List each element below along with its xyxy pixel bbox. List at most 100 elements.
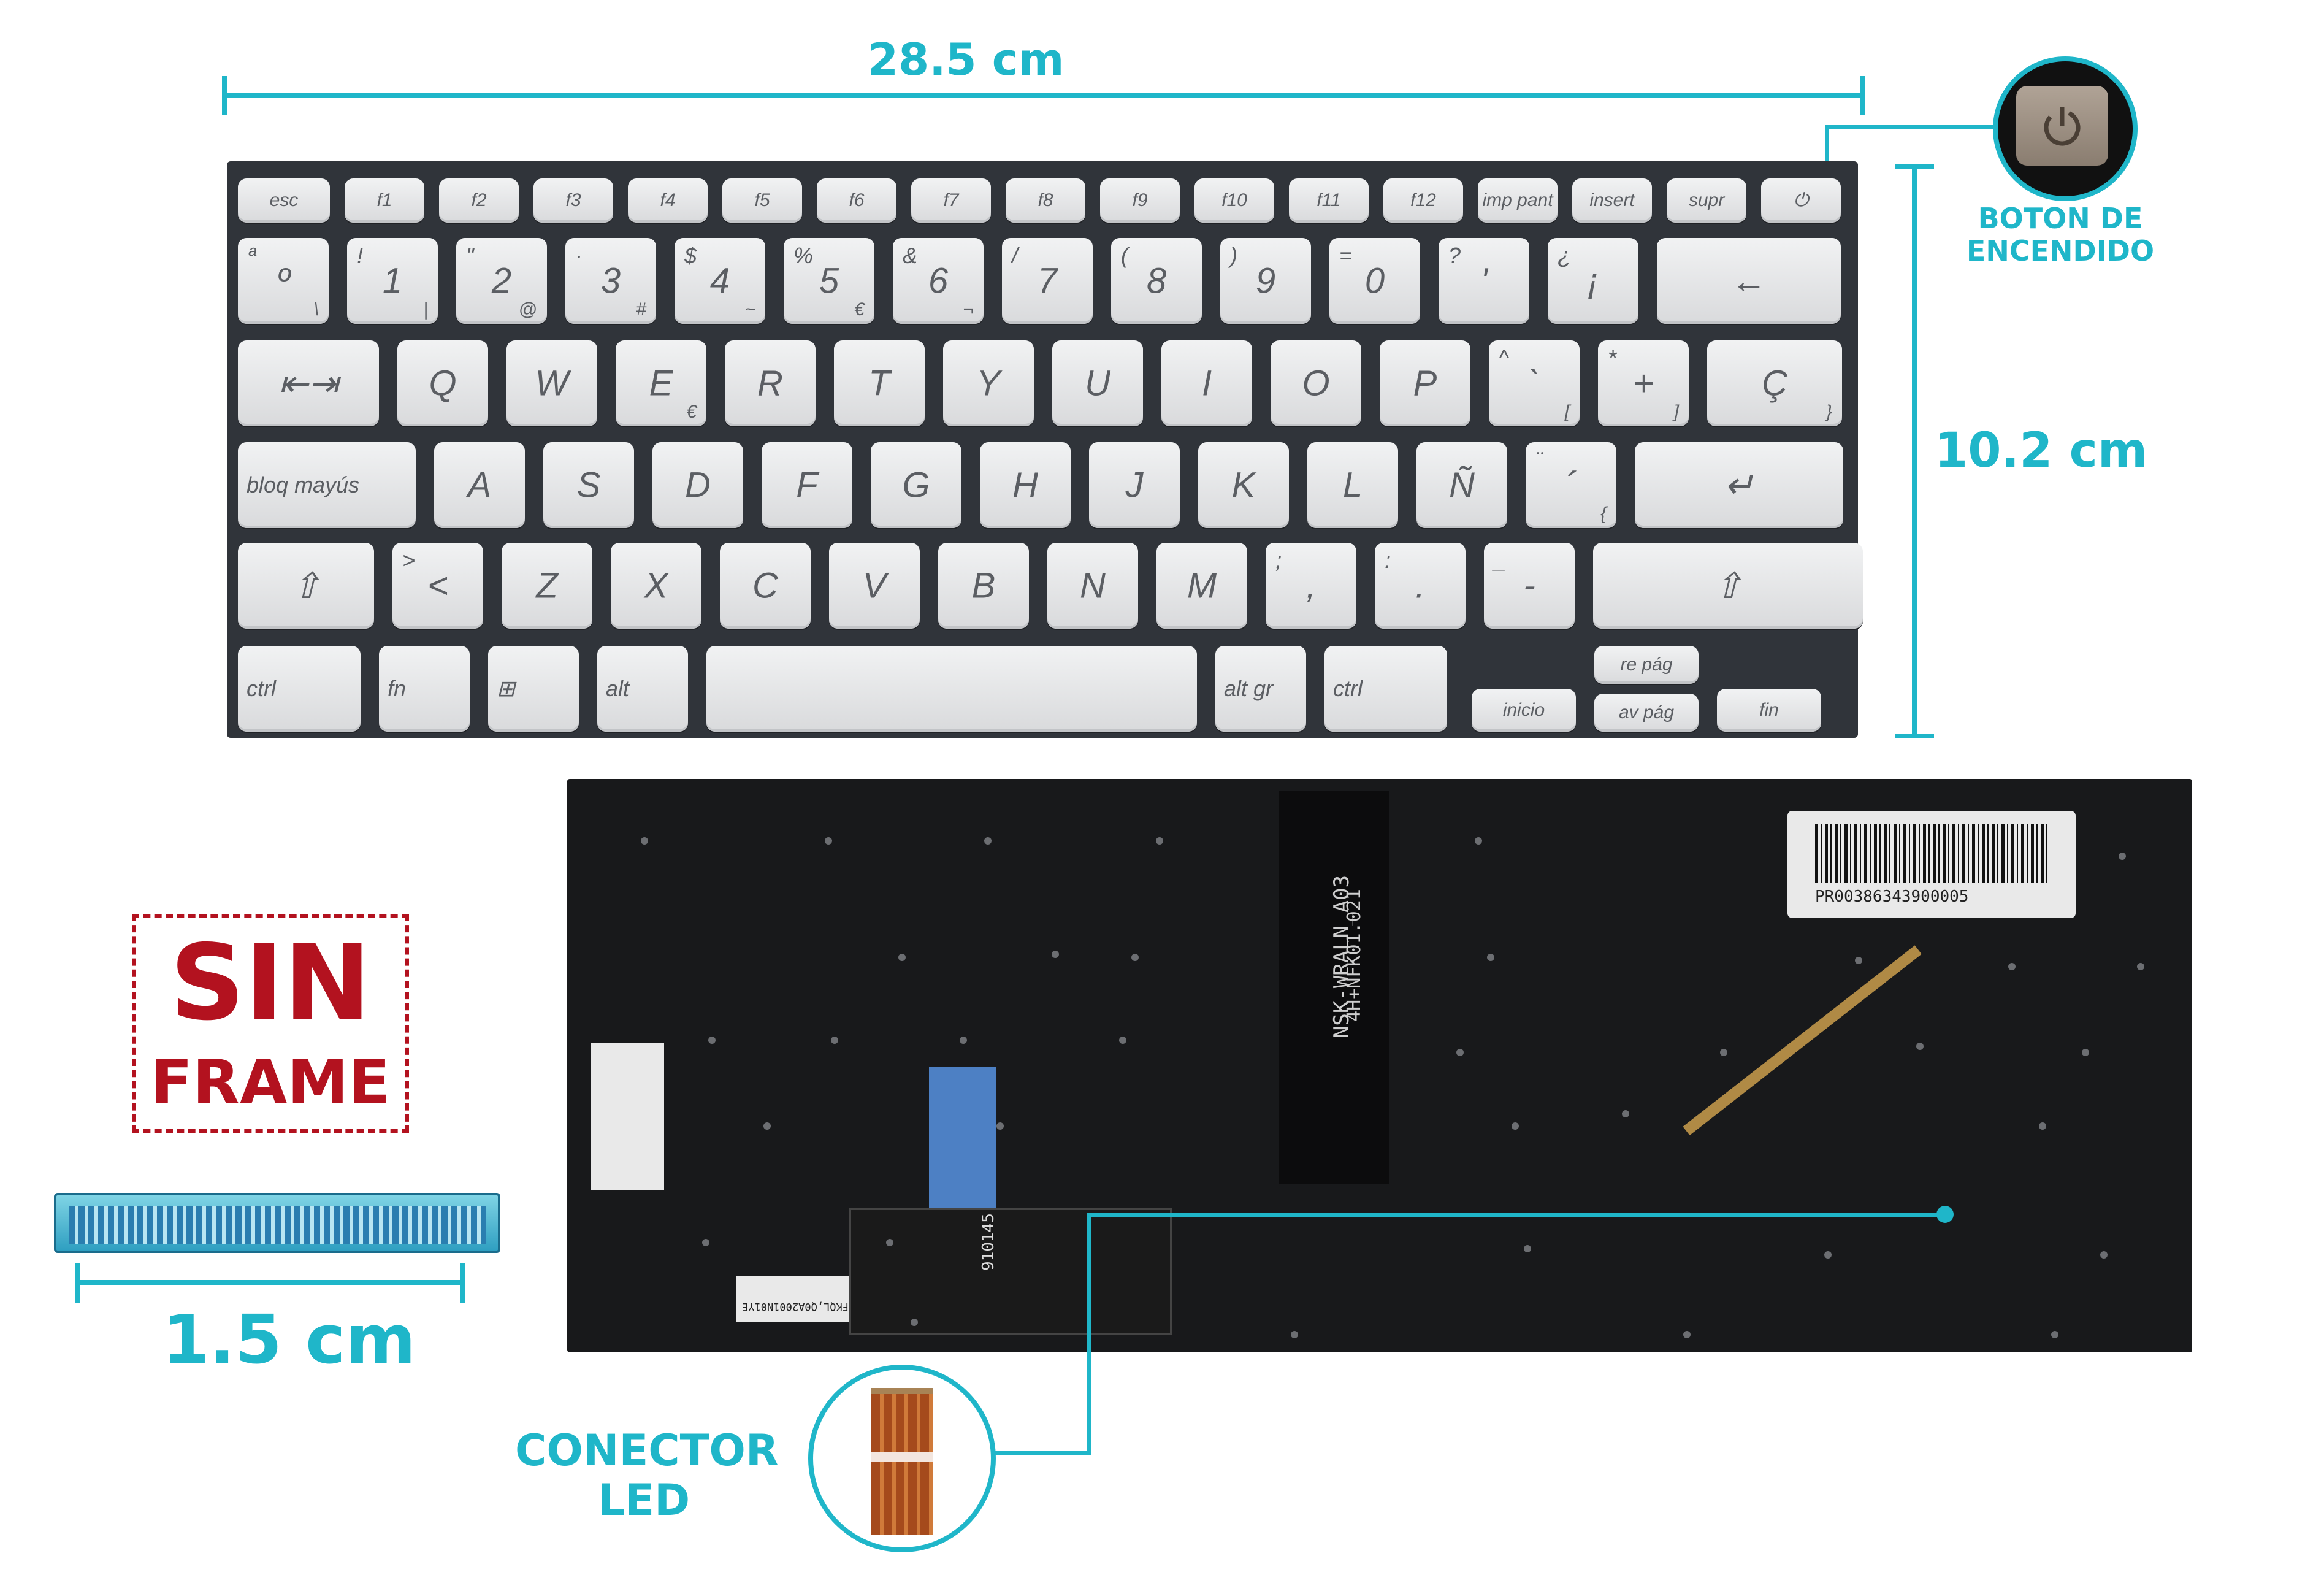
z-row-key-3[interactable]: X [611,543,701,629]
a-row-key-1[interactable]: A [434,442,525,528]
number-row-key-8[interactable]: 8( [1111,238,1202,324]
number-row-key-6-shift-label: & [903,243,918,268]
q-row-key-4[interactable]: R [725,340,816,426]
z-row-key-6[interactable]: B [938,543,1029,629]
sin-frame-line2: FRAME [150,1046,391,1118]
q-row-key-11-shift-label: ^ [1499,345,1509,370]
q-row-key-2[interactable]: W [506,340,597,426]
q-row-key-13[interactable]: Ç} [1707,340,1842,426]
number-row-key-9-label: 9 [1255,261,1276,301]
fn-row-key-15[interactable]: supr [1667,178,1746,223]
bottom-row-key-1[interactable]: fn [379,646,470,732]
fn-row-key-1[interactable]: f1 [345,178,424,223]
q-row-key-10[interactable]: P [1380,340,1470,426]
a-row-key-8[interactable]: K [1198,442,1289,528]
z-row-key-11[interactable]: -_ [1484,543,1575,629]
number-row-key-12[interactable]: ¡¿ [1548,238,1638,324]
mounting-hole [911,1319,918,1326]
z-row-key-4[interactable]: C [720,543,811,629]
a-row-key-0[interactable]: bloq mayús [238,442,416,528]
fn-row-key-16[interactable]: ⏻ [1761,178,1841,223]
number-row-key-11[interactable]: '? [1439,238,1529,324]
number-row-key-10[interactable]: 0= [1329,238,1420,324]
number-row-key-1-altgr-label: | [423,299,428,320]
number-row-key-5-label: 5 [819,261,839,301]
width-dimension-label: 28.5 cm [868,34,1065,85]
number-row-key-13[interactable]: ← [1657,238,1841,324]
number-row-key-3[interactable]: 3·# [565,238,656,324]
arrow-right-key[interactable]: fin [1717,689,1821,732]
bottom-row-key-0[interactable]: ctrl [238,646,361,732]
z-row-key-0[interactable]: ⇧ [238,543,374,629]
fn-row-key-3[interactable]: f3 [533,178,613,223]
q-row-key-9[interactable]: O [1271,340,1361,426]
fn-row-key-14[interactable]: insert [1572,178,1652,223]
q-row-key-5[interactable]: T [834,340,925,426]
arrow-up-key[interactable]: re pág [1594,646,1699,684]
number-row-key-7[interactable]: 7/ [1002,238,1093,324]
z-row-key-7[interactable]: N [1047,543,1138,629]
number-row-key-1[interactable]: 1!| [347,238,438,324]
q-row-key-3[interactable]: E€ [616,340,706,426]
fn-row-key-9[interactable]: f9 [1100,178,1180,223]
q-row-key-1[interactable]: Q [397,340,488,426]
q-row-key-11[interactable]: `^[ [1489,340,1580,426]
fn-row-key-13[interactable]: imp pant [1478,178,1558,223]
q-row-key-4-label: R [757,363,783,404]
fn-row-key-5[interactable]: f5 [722,178,802,223]
fn-row-key-2[interactable]: f2 [439,178,519,223]
z-row-key-2[interactable]: Z [502,543,592,629]
a-row-key-11[interactable]: ´¨{ [1526,442,1616,528]
ribbon-label: 910145 [979,1213,998,1271]
led-connector-zoom [808,1365,996,1552]
q-row-key-8[interactable]: I [1161,340,1252,426]
q-row-key-6[interactable]: Y [943,340,1034,426]
fn-row-key-12[interactable]: f12 [1383,178,1463,223]
number-row-key-6[interactable]: 6&¬ [893,238,984,324]
fn-row-key-4[interactable]: f4 [628,178,708,223]
fn-row-key-6[interactable]: f6 [817,178,896,223]
bottom-row-key-4[interactable] [706,646,1197,732]
bottom-row-key-6[interactable]: ctrl [1324,646,1447,732]
bottom-row-key-2[interactable]: ⊞ [488,646,579,732]
q-row-key-12[interactable]: +*] [1598,340,1689,426]
z-row-key-12[interactable]: ⇧ [1593,543,1863,629]
fn-row-key-0[interactable]: esc [238,178,330,223]
number-row-key-5[interactable]: 5%€ [784,238,874,324]
z-row-key-10[interactable]: .: [1375,543,1466,629]
connector-pins [69,1206,486,1244]
bottom-row-key-3[interactable]: alt [597,646,688,732]
mounting-hole [702,1239,709,1246]
fn-row-key-7[interactable]: f7 [911,178,991,223]
a-row-key-9[interactable]: L [1307,442,1398,528]
fn-row-key-2-label: f2 [471,190,487,210]
mounting-hole [1156,837,1163,845]
fn-row-key-11[interactable]: f11 [1289,178,1369,223]
a-row-key-7[interactable]: J [1089,442,1180,528]
number-row-key-4[interactable]: 4$~ [675,238,765,324]
z-row-key-9[interactable]: ,; [1266,543,1356,629]
arrow-down-key[interactable]: av pág [1594,694,1699,732]
q-row-key-7[interactable]: U [1052,340,1143,426]
z-row-key-5[interactable]: V [829,543,920,629]
number-row-key-9[interactable]: 9) [1220,238,1311,324]
arrow-right-key-label: fin [1759,700,1779,720]
q-row-key-0[interactable]: ⇤⇥ [238,340,379,426]
z-row-key-1[interactable]: <> [392,543,483,629]
a-row-key-4[interactable]: F [762,442,852,528]
a-row-key-10[interactable]: Ñ [1416,442,1507,528]
a-row-key-5[interactable]: G [871,442,961,528]
z-row-key-8[interactable]: M [1156,543,1247,629]
a-row-key-6[interactable]: H [980,442,1071,528]
power-button-zoom [1993,56,2138,201]
a-row-key-3[interactable]: D [652,442,743,528]
fn-row-key-8[interactable]: f8 [1006,178,1085,223]
fn-row-key-10[interactable]: f10 [1194,178,1274,223]
a-row-key-2[interactable]: S [543,442,634,528]
number-row-key-2[interactable]: 2"@ [456,238,547,324]
a-row-key-12[interactable]: ↵ [1635,442,1843,528]
number-row-key-10-shift-label: = [1339,243,1353,268]
arrow-left-key[interactable]: inicio [1472,689,1576,732]
bottom-row-key-5[interactable]: alt gr [1215,646,1306,732]
